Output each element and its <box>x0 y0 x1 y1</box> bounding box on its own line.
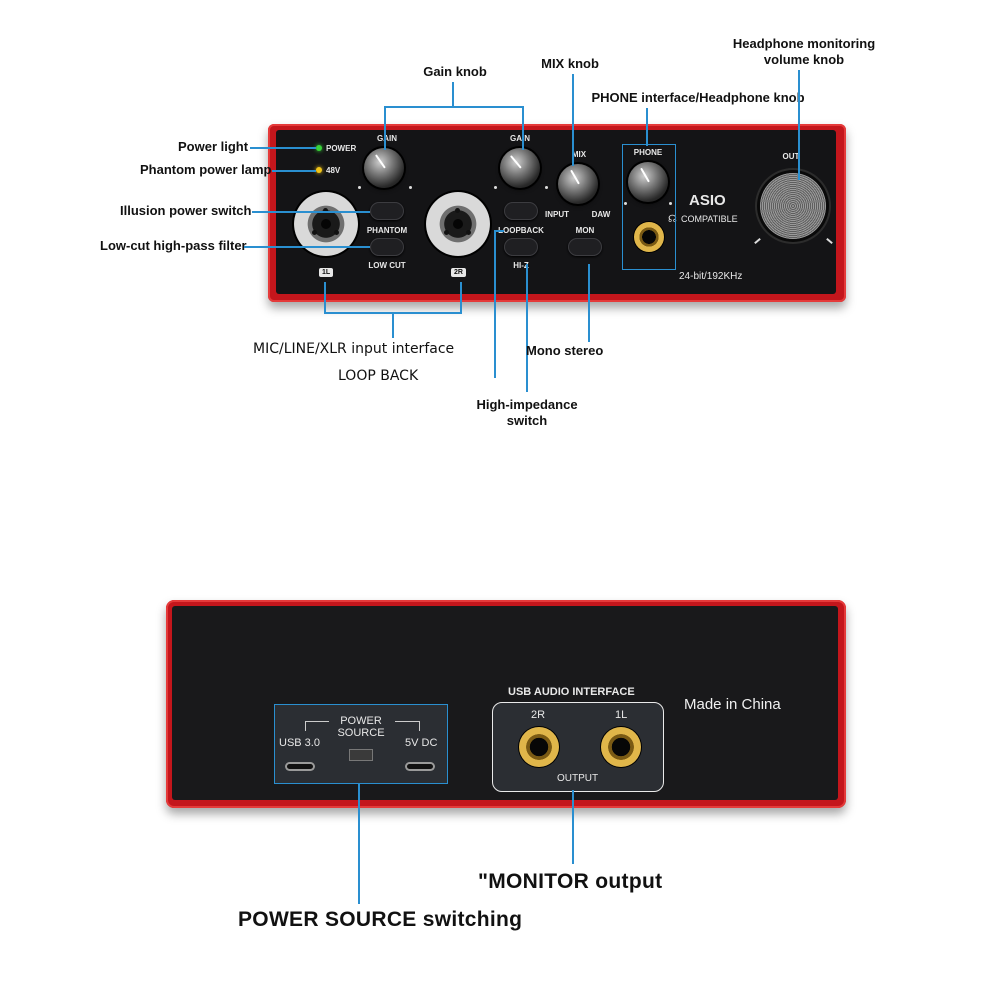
hiz-button[interactable] <box>504 238 538 256</box>
usb-audio-interface-label: USB AUDIO INTERFACE <box>508 686 635 698</box>
headphone-jack[interactable] <box>634 222 664 252</box>
made-in-china-label: Made in China <box>684 696 781 713</box>
output-box: 2R 1L OUTPUT <box>492 702 664 792</box>
phantom-led-label: 48V <box>326 166 341 175</box>
phone-section-highlight <box>622 144 676 270</box>
phone-label: PHONE <box>633 148 663 157</box>
loopback-label: LOOPBACK <box>498 226 544 235</box>
out-volume-knob[interactable] <box>760 173 826 239</box>
dc5v-label: 5V DC <box>405 737 438 749</box>
annotation-mic-line-xlr: MIC/LINE/XLR input interface <box>253 341 455 357</box>
channel-2-tag: 2R <box>451 268 466 277</box>
out-2r-label: 2R <box>531 709 546 721</box>
annotation-monitor-output: "MONITOR output <box>478 870 663 893</box>
annotation-mix-knob: MIX knob <box>541 56 599 71</box>
annotation-gain-knob: Gain knob <box>423 64 487 79</box>
gain-label-left: GAIN <box>377 134 397 143</box>
spec-label: 24-bit/192KHz <box>679 271 743 282</box>
power-source-label: POWER SOURCE <box>337 715 385 739</box>
output-jack-2r[interactable] <box>519 727 559 767</box>
power-box: POWER SOURCE USB 3.0 5V DC <box>274 704 448 784</box>
output-label: OUTPUT <box>557 773 599 784</box>
mix-input-label: INPUT <box>545 210 569 219</box>
phantom-button[interactable] <box>370 202 404 220</box>
asio-label: ASIO <box>689 192 726 209</box>
low-cut-button[interactable] <box>370 238 404 256</box>
phone-knob[interactable] <box>628 162 668 202</box>
out-1l-label: 1L <box>615 709 628 721</box>
mix-label: MIX <box>571 150 587 159</box>
usb30-port[interactable] <box>285 762 315 771</box>
mix-knob[interactable] <box>558 164 598 204</box>
annotation-headphone-volume-knob: Headphone monitoring volume knob <box>732 36 876 67</box>
output-jack-1l[interactable] <box>601 727 641 767</box>
annotation-mono-stereo: Mono stereo <box>526 343 604 358</box>
loopback-button[interactable] <box>504 202 538 220</box>
gain-knob-right[interactable] <box>500 148 540 188</box>
channel-1-tag: 1L <box>319 268 334 277</box>
power-led-label: POWER <box>326 144 357 153</box>
dc5v-port[interactable] <box>405 762 435 771</box>
annotation-phantom-lamp: Phantom power lamp <box>140 162 272 177</box>
combo-input-1[interactable] <box>294 192 358 256</box>
headphone-icon: ☊ <box>668 214 677 225</box>
annotation-phone-interface: PHONE interface/Headphone knob <box>591 90 805 105</box>
phantom-led <box>316 167 322 173</box>
annotation-high-impedance: High-impedance switch <box>476 397 578 428</box>
power-led <box>316 145 322 151</box>
out-label: OUT <box>782 152 800 161</box>
annotation-power-light: Power light <box>178 139 249 154</box>
annotation-power-source-switching: POWER SOURCE switching <box>238 908 523 931</box>
gain-knob-left[interactable] <box>364 148 404 188</box>
annotation-illusion-switch: Illusion power switch <box>120 203 252 218</box>
mon-label: MON <box>575 226 595 235</box>
annotation-low-cut: Low-cut high-pass filter <box>100 238 247 253</box>
power-source-switch[interactable] <box>349 749 373 761</box>
mon-button[interactable] <box>568 238 602 256</box>
low-cut-label: LOW CUT <box>368 261 406 270</box>
mix-daw-label: DAW <box>591 210 611 219</box>
phantom-label: PHANTOM <box>366 226 408 235</box>
compatible-label: COMPATIBLE <box>681 214 738 224</box>
usb30-label: USB 3.0 <box>279 737 320 749</box>
combo-input-2[interactable] <box>426 192 490 256</box>
gain-label-right: GAIN <box>510 134 530 143</box>
front-panel: POWER 48V GAIN 1L PHANTOM LOW CUT 2R GAI… <box>276 130 836 294</box>
annotation-loop-back: LOOP BACK <box>338 368 419 384</box>
hiz-label: HI-Z <box>513 261 529 270</box>
